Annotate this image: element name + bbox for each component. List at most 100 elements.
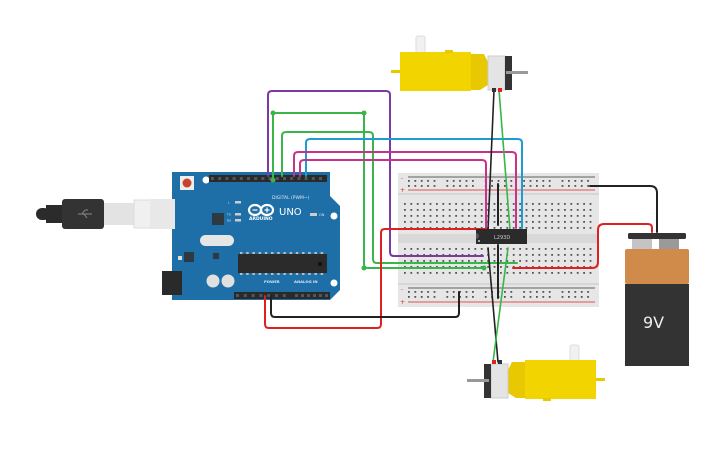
header-pin[interactable] [225, 177, 229, 180]
rail-hole[interactable] [568, 185, 570, 187]
terminal-hole[interactable] [532, 248, 534, 250]
terminal-hole[interactable] [564, 254, 566, 256]
terminal-hole[interactable] [583, 227, 585, 229]
terminal-hole[interactable] [455, 227, 457, 229]
rail-hole[interactable] [529, 296, 532, 298]
rail-hole[interactable] [587, 185, 589, 187]
terminal-hole[interactable] [442, 248, 445, 250]
header-pin[interactable] [254, 177, 258, 180]
terminal-hole[interactable] [410, 203, 413, 205]
terminal-hole[interactable] [538, 221, 541, 223]
terminal-hole[interactable] [416, 266, 419, 268]
terminal-hole[interactable] [448, 266, 451, 268]
terminal-hole[interactable] [480, 266, 483, 268]
rail-hole[interactable] [465, 185, 468, 187]
terminal-hole[interactable] [423, 227, 425, 229]
terminal-hole[interactable] [544, 203, 547, 205]
terminal-hole[interactable] [480, 272, 483, 274]
rail-hole[interactable] [459, 185, 461, 187]
terminal-hole[interactable] [570, 260, 573, 262]
rail-hole[interactable] [587, 296, 589, 298]
terminal-hole[interactable] [487, 266, 489, 268]
terminal-hole[interactable] [583, 254, 585, 256]
terminal-hole[interactable] [423, 254, 425, 256]
dc-motor-bottom[interactable] [467, 344, 605, 401]
terminal-hole[interactable] [583, 203, 585, 205]
terminal-hole[interactable] [404, 248, 406, 250]
terminal-hole[interactable] [519, 215, 521, 217]
terminal-hole[interactable] [525, 266, 528, 268]
terminal-hole[interactable] [461, 248, 464, 250]
terminal-hole[interactable] [576, 221, 579, 223]
terminal-hole[interactable] [500, 272, 502, 274]
terminal-hole[interactable] [487, 203, 489, 205]
rail-hole[interactable] [548, 185, 551, 187]
rail-hole[interactable] [561, 180, 564, 182]
rail-hole[interactable] [580, 180, 583, 182]
terminal-hole[interactable] [589, 221, 592, 223]
wire-black-battery[interactable] [589, 185, 658, 233]
terminal-hole[interactable] [429, 203, 432, 205]
terminal-hole[interactable] [474, 248, 477, 250]
wire-green-2[interactable] [281, 131, 518, 264]
wire-blue[interactable] [305, 138, 523, 229]
terminal-hole[interactable] [564, 227, 566, 229]
terminal-hole[interactable] [525, 203, 528, 205]
rail-hole[interactable] [459, 296, 461, 298]
terminal-hole[interactable] [519, 272, 521, 274]
terminal-hole[interactable] [506, 209, 509, 211]
rail-hole[interactable] [484, 291, 487, 293]
rail-hole[interactable] [504, 180, 506, 182]
terminal-hole[interactable] [423, 209, 425, 211]
header-pin[interactable] [275, 294, 278, 297]
terminal-hole[interactable] [564, 260, 566, 262]
terminal-hole[interactable] [474, 203, 477, 205]
breadboard-holes[interactable] [404, 180, 592, 298]
terminal-hole[interactable] [468, 227, 470, 229]
terminal-hole[interactable] [557, 227, 560, 229]
wire-motor-bottom-black[interactable] [487, 247, 499, 363]
wire-magenta-1[interactable] [293, 151, 517, 229]
terminal-hole[interactable] [576, 254, 579, 256]
rail-hole[interactable] [446, 291, 449, 293]
header-pin[interactable] [259, 294, 263, 297]
terminal-hole[interactable] [448, 209, 451, 211]
wire-red-5v[interactable] [264, 228, 489, 329]
terminal-hole[interactable] [474, 215, 477, 217]
terminal-hole[interactable] [429, 215, 432, 217]
terminal-hole[interactable] [583, 215, 585, 217]
terminal-hole[interactable] [416, 203, 419, 205]
terminal-hole[interactable] [538, 272, 541, 274]
rail-hole[interactable] [408, 185, 410, 187]
terminal-hole[interactable] [500, 221, 502, 223]
terminal-hole[interactable] [512, 203, 515, 205]
terminal-hole[interactable] [557, 209, 560, 211]
rail-hole[interactable] [561, 291, 564, 293]
header-pin[interactable] [311, 177, 315, 180]
rail-hole[interactable] [523, 296, 525, 298]
terminal-hole[interactable] [589, 266, 592, 268]
header-pin[interactable] [239, 177, 243, 180]
rail-hole[interactable] [414, 291, 417, 293]
terminal-hole[interactable] [474, 260, 477, 262]
terminal-hole[interactable] [423, 266, 425, 268]
rail-hole[interactable] [414, 185, 417, 187]
rail-hole[interactable] [433, 180, 436, 182]
rail-hole[interactable] [472, 180, 474, 182]
terminal-hole[interactable] [404, 272, 406, 274]
wire-red-battery[interactable] [512, 223, 653, 269]
terminal-hole[interactable] [564, 215, 566, 217]
terminal-hole[interactable] [551, 266, 553, 268]
terminal-hole[interactable] [461, 221, 464, 223]
header-pin[interactable] [295, 294, 298, 297]
terminal-hole[interactable] [538, 260, 541, 262]
terminal-hole[interactable] [564, 221, 566, 223]
terminal-hole[interactable] [576, 203, 579, 205]
terminal-hole[interactable] [564, 209, 566, 211]
battery-9v[interactable]: 9V [625, 233, 689, 366]
terminal-hole[interactable] [455, 209, 457, 211]
terminal-hole[interactable] [519, 227, 521, 229]
header-pin[interactable] [247, 177, 250, 180]
header-pin[interactable] [319, 294, 322, 297]
terminal-hole[interactable] [468, 266, 470, 268]
